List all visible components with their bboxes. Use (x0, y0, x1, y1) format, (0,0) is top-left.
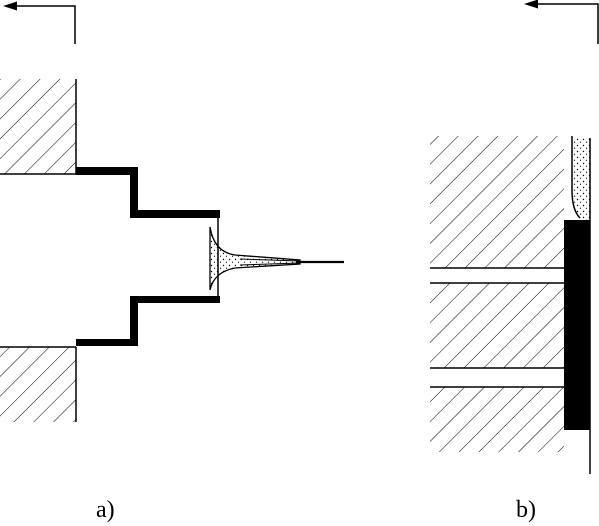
hatched-block-middle-b (430, 282, 564, 369)
label-panel-a: a) (96, 497, 115, 523)
stepped-contour-lower (76, 296, 220, 346)
section-arrow-b (524, 0, 599, 44)
panel-b: b) (430, 0, 599, 523)
black-slab (564, 220, 590, 430)
hatched-block-bottom-b (430, 386, 564, 452)
meniscus-drop (209, 226, 301, 291)
label-panel-b: b) (516, 497, 536, 523)
hatched-block-top-b (430, 136, 564, 269)
dotted-channel (573, 138, 590, 222)
section-arrow-a (3, 1, 76, 44)
channel-left-wall (571, 136, 581, 219)
panel-a: a) (0, 1, 344, 523)
stepped-contour-upper (76, 167, 220, 218)
lower-hatched-wall-a (0, 346, 77, 422)
upper-hatched-wall-a (0, 79, 77, 175)
